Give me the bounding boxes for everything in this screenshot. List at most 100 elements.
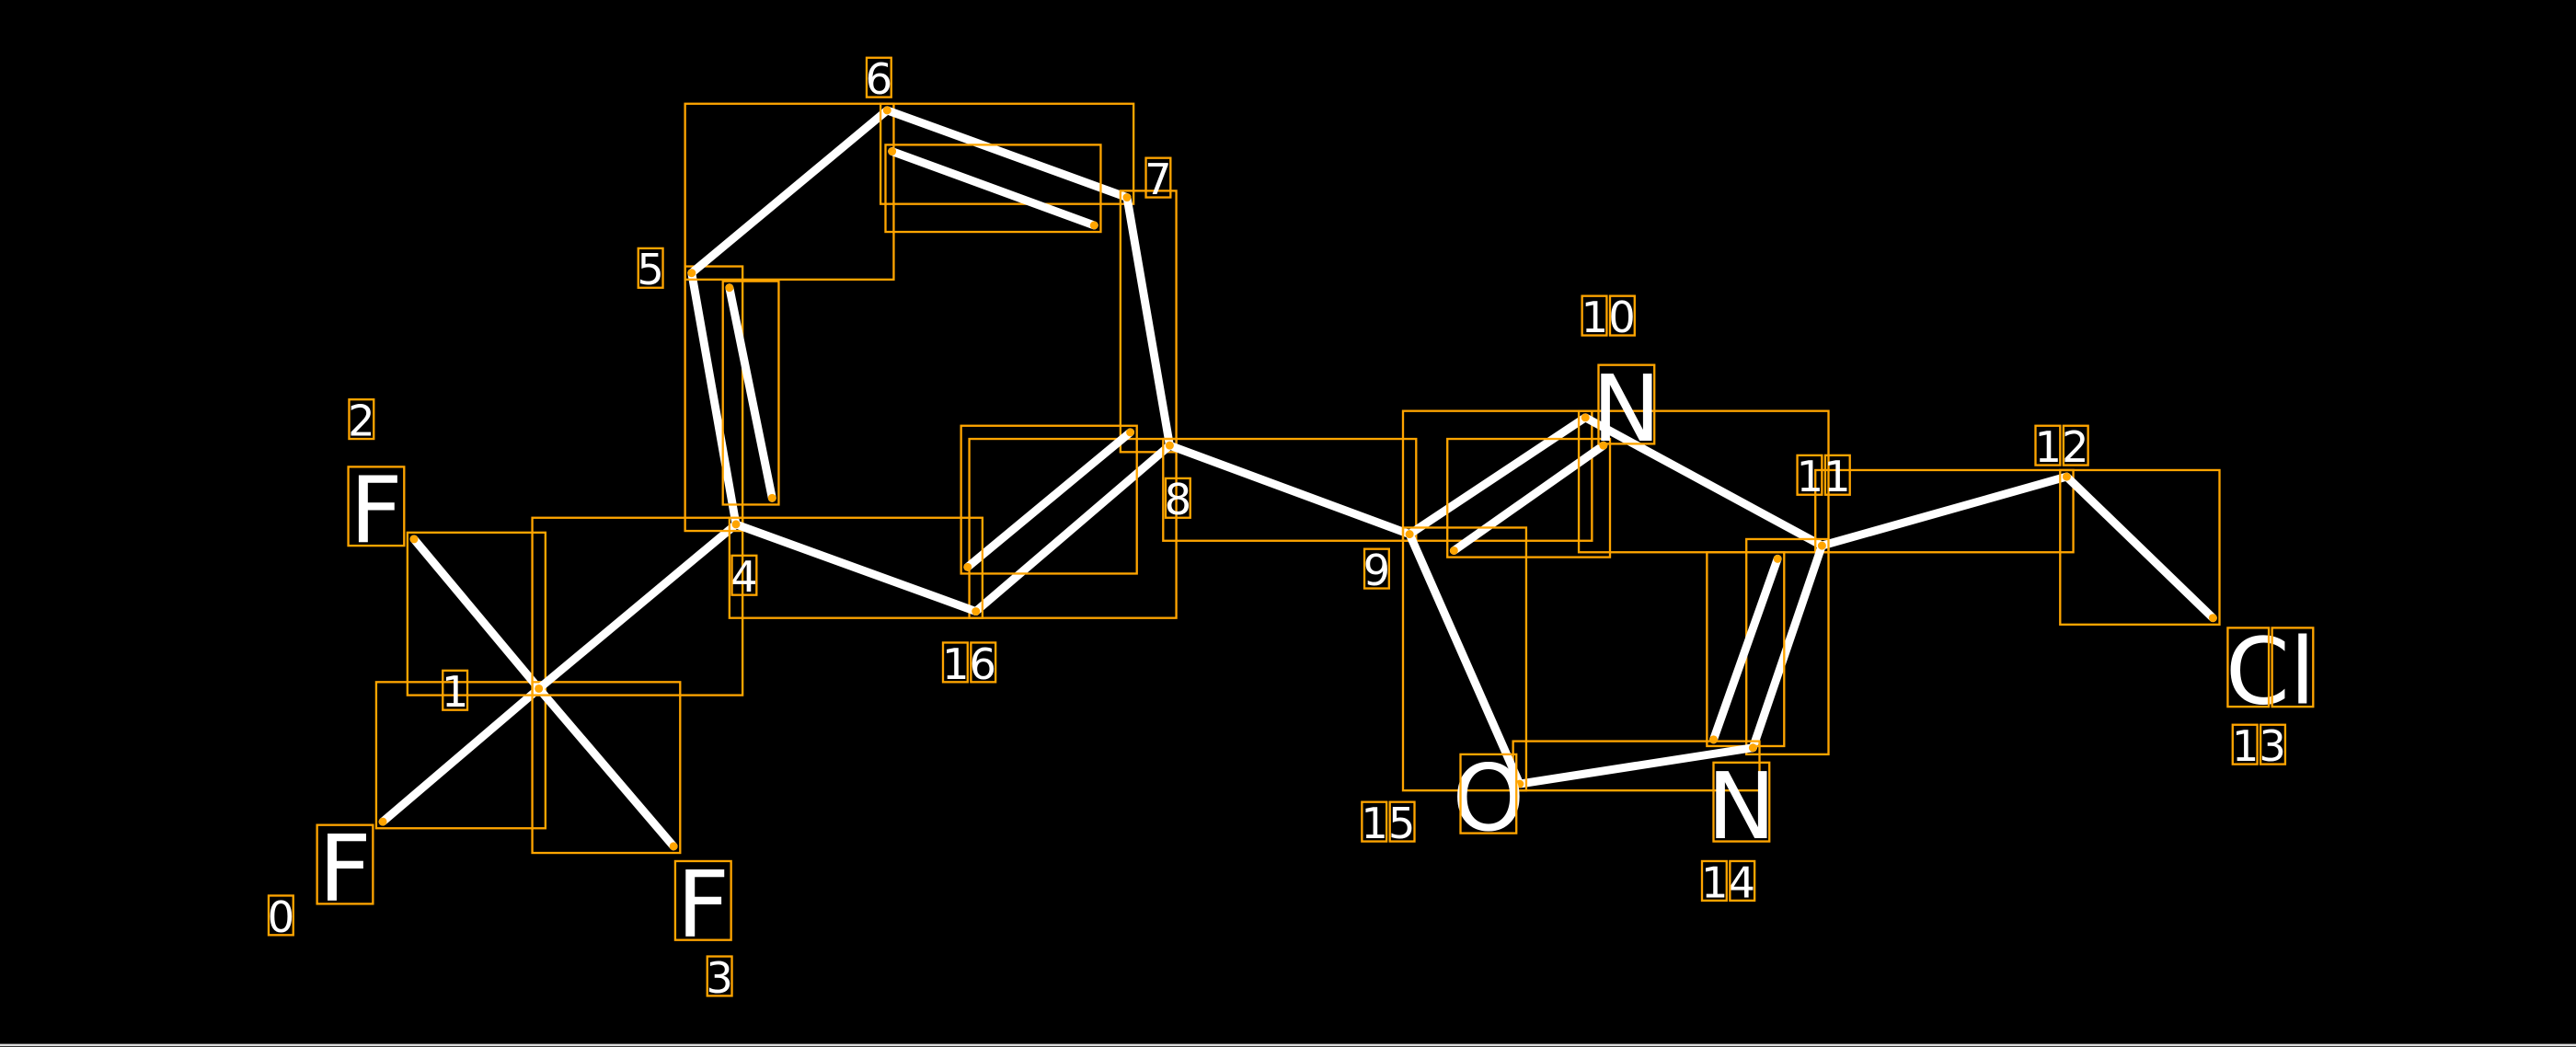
bond-16-4 [731,520,981,616]
atom-symbol-13-char-box [2226,627,2271,708]
bond-15-9-endpoint [1515,779,1524,788]
atom-index-8-text: 8 [1165,475,1192,524]
bond-1-0-endpoint [378,817,387,826]
bond-7-8-endpoint [1122,193,1132,201]
bond-1-2-bbox [406,531,547,696]
atom-index-9: 9 [1363,546,1391,595]
atom-index-7-text: 7 [1144,155,1172,204]
atom-symbol-13-char-box [2271,627,2315,708]
bond-4-5-second-line-endpoint [767,493,776,502]
bond-15-9-endpoint [1405,530,1414,539]
atom-index-10: 10 [1581,293,1636,342]
atom-index-10-text: 10 [1581,293,1636,342]
bond-4-5-second-line-endpoint [725,283,734,293]
bond-11-14-endpoint [1817,541,1826,550]
bond-6-7-second-line-endpoint [888,147,897,155]
atom-index-11-char-box [1796,454,1823,496]
bond-11-14 [1748,541,1826,753]
atom-symbol-2-text: F [350,457,403,565]
bond-5-6-endpoint [687,269,696,278]
atom-symbol-3: F [673,851,732,959]
bond-6-7-endpoint [882,106,891,115]
atom-index-6-char-box [865,56,892,98]
atom-symbol-0: F [316,815,374,923]
bond-12-13-bbox [2059,468,2221,626]
atom-symbol-14-text: N [1707,753,1776,860]
bond-16-4-endpoint [972,607,981,616]
bond-7-8 [1122,193,1174,450]
bond-6-7-bbox [879,102,1135,205]
bond-8-16-second-line [963,428,1135,571]
bond-1-2-endpoint [409,535,419,544]
atom-index-3: 3 [706,953,733,1003]
bond-11-14-second-line-endpoint [1709,735,1718,744]
bond-7-8-bbox [1119,190,1178,454]
atom-index-9-char-box [1363,547,1390,590]
bond-12-13 [2062,472,2217,623]
atom-index-4: 4 [730,552,758,602]
atom-index-16-char-box [941,641,969,684]
atom-index-13-text: 13 [2232,721,2286,771]
bond-6-7-second-line-bbox [884,144,1102,234]
atom-index-16-char-box [970,641,997,684]
atom-symbol-13: Cl [2225,618,2316,726]
bond-11-12-bbox [1814,468,2075,554]
bond-14-15-endpoint [1748,743,1757,753]
atom-index-10-char-box [1608,294,1636,337]
bond-14-15 [1515,743,1757,788]
atom-index-5-char-box [637,247,664,289]
atom-index-11-char-box [1823,454,1851,496]
bond-4-5-second-line-bbox [721,280,780,506]
bond-1-4-bbox [531,516,744,696]
bond-11-14-second-line-endpoint [1773,554,1782,563]
bond-6-7-second-line-endpoint [1089,221,1098,230]
bond-8-9 [1165,441,1414,539]
bond-5-6-bbox [684,102,895,281]
atom-index-14-text: 14 [1701,857,1755,907]
atom-index-15-char-box [1388,800,1416,843]
atom-index-15: 15 [1361,799,1416,848]
atom-index-0: 0 [268,892,295,942]
bond-5-6 [687,106,891,278]
bond-10-11-bbox [1577,409,1830,554]
atom-symbol-15-char-box [1459,753,1518,834]
bond-4-5 [687,269,741,529]
atom-index-6-text: 6 [866,54,893,104]
bond-8-16-second-line-endpoint [963,562,972,571]
atom-index-15-text: 15 [1361,799,1415,848]
atom-index-13: 13 [2231,721,2287,771]
atom-symbol-15-text: O [1452,744,1524,852]
bond-6-7-second-line [888,147,1098,230]
atom-symbol-14: N [1707,753,1776,860]
bond-1-3-bbox [531,681,682,855]
atom-index-4-text: 4 [730,552,758,602]
atom-index-10-char-box [1581,294,1608,337]
atom-symbol-2: F [347,457,406,565]
bond-1-0 [378,685,544,826]
bond-1-4 [535,520,741,693]
atom-index-12-text: 12 [2035,422,2089,472]
atom-index-1-char-box [442,669,469,711]
bond-16-4-endpoint [731,520,741,529]
atom-index-13-char-box [2259,723,2287,765]
bonds-layer [374,102,2221,855]
atom-index-7: 7 [1144,155,1172,204]
atom-index-11-text: 11 [1797,452,1851,501]
bond-6-7 [882,106,1132,201]
atom-index-15-char-box [1361,800,1388,843]
atom-index-8-char-box [1164,477,1191,519]
bond-9-10 [1405,413,1590,539]
bond-1-2 [409,535,544,693]
atom-index-2-text: 2 [348,396,375,445]
bond-8-16-bbox [968,437,1178,619]
atom-symbol-0-char-box [316,823,374,905]
bond-8-9-bbox [1162,437,1418,542]
bond-10-11 [1581,413,1826,550]
bond-12-13-endpoint [2208,614,2217,623]
atom-symbol-10: N [1592,355,1661,463]
atom-index-13-char-box [2231,723,2259,765]
atom-index-0-char-box [267,894,294,937]
